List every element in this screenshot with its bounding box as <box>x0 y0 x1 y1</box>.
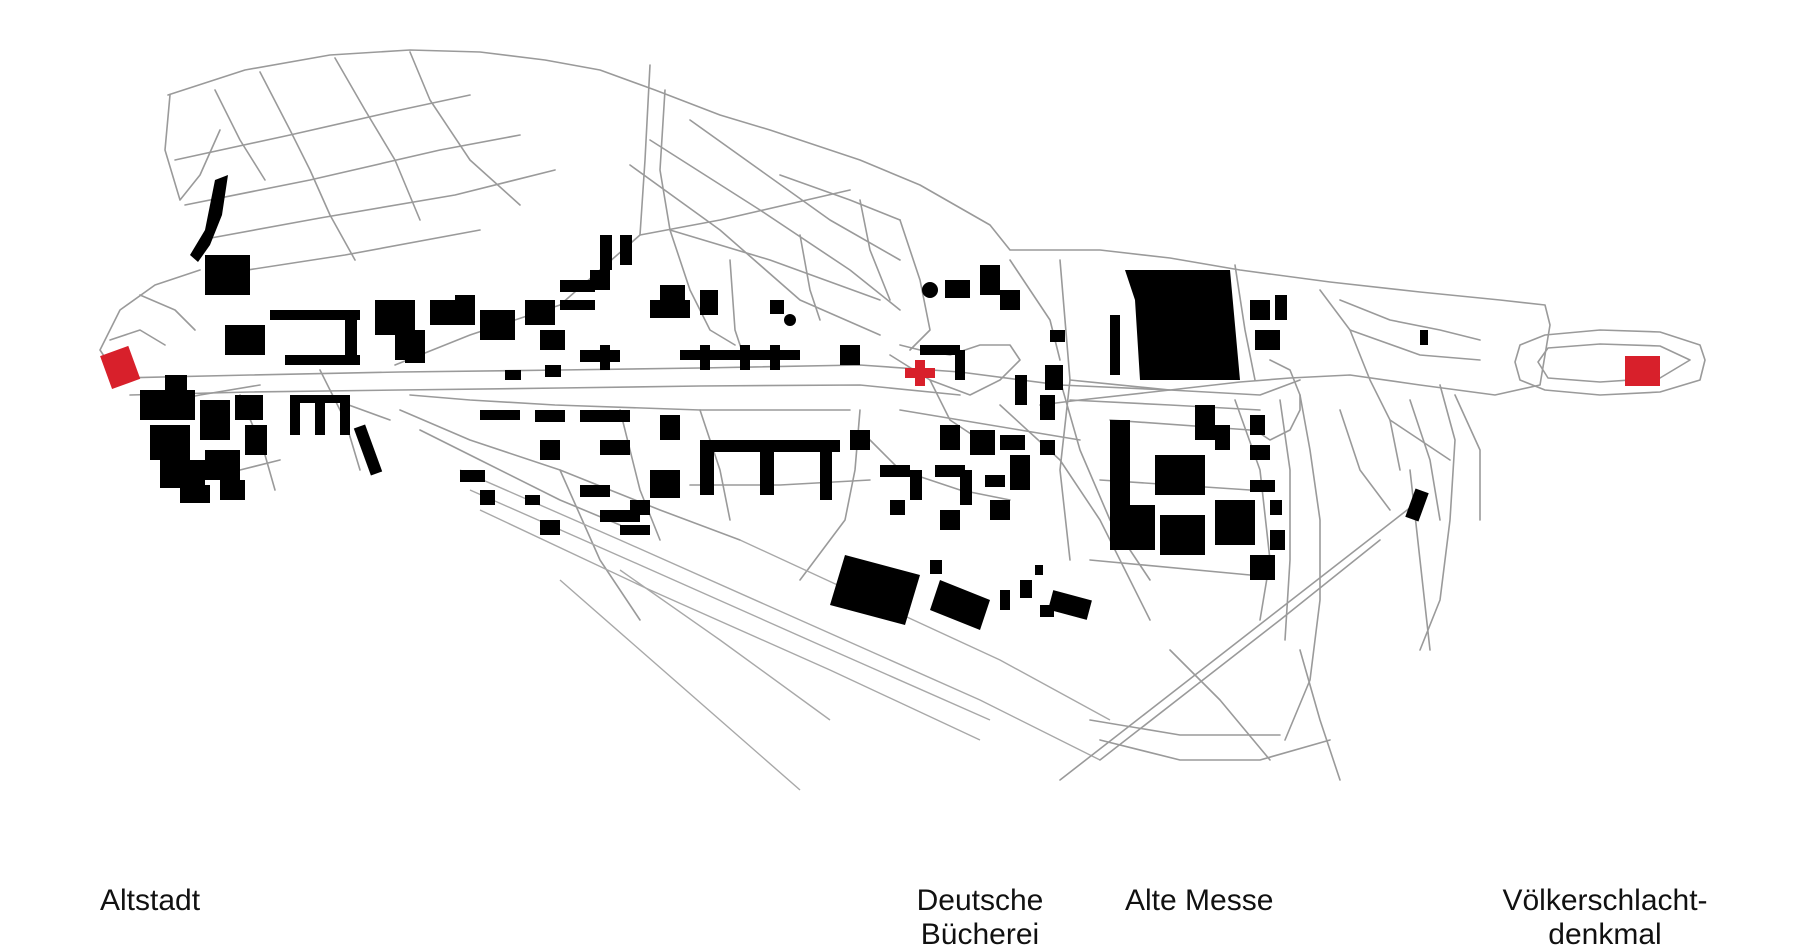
landmark-markers <box>100 345 1660 390</box>
label-deutsche-buecherei: Deutsche Bücherei <box>916 884 1044 951</box>
label-alte-messe: Alte Messe <box>1125 884 1274 917</box>
landmark-voelkerschlachtdenkmal <box>1625 356 1660 386</box>
landmark-altstadt <box>100 345 141 390</box>
label-altstadt: Altstadt <box>100 884 201 917</box>
street-network <box>99 49 1706 791</box>
building-footprints <box>140 175 1429 630</box>
landmark-deutsche-buecherei <box>905 360 935 386</box>
label-voelkerschlachtdenkmal: Völkerschlacht- denkmal <box>1502 884 1708 951</box>
